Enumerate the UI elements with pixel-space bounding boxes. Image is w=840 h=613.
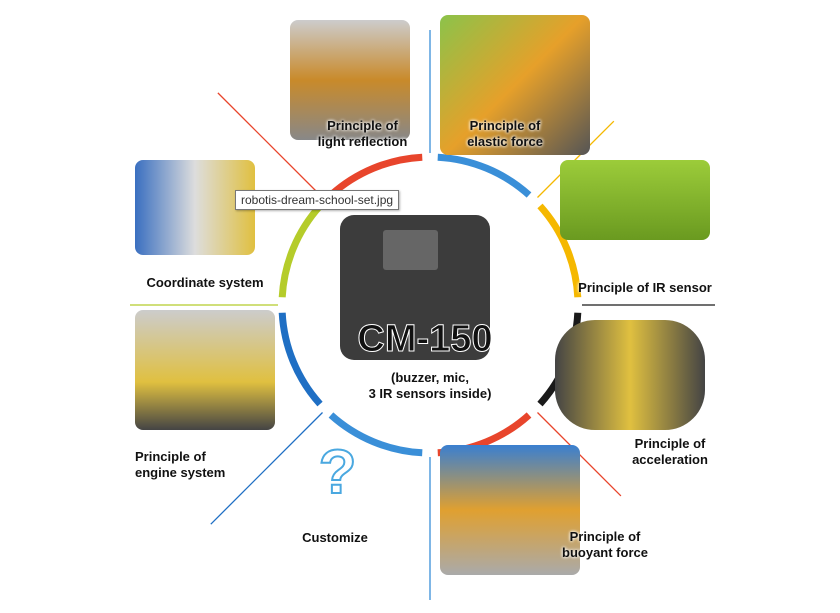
ring-segment	[328, 153, 423, 198]
cm150-title: CM-150	[357, 318, 493, 361]
topic-customize: Customize	[290, 530, 380, 546]
topic-line2: buoyant force	[562, 545, 648, 560]
ring-segment	[437, 153, 532, 198]
topic-line1: Coordinate system	[146, 275, 264, 290]
engine-robot-image	[135, 310, 275, 430]
divider-line	[210, 412, 323, 525]
topic-line1: Customize	[302, 530, 368, 545]
ring-segment	[278, 203, 323, 298]
filename-tooltip: robotis-dream-school-set.jpg	[235, 190, 400, 210]
topic-line1: Principle of	[469, 118, 541, 133]
topic-line1: Principle of IR sensor	[578, 280, 712, 295]
ring-segment	[278, 312, 323, 407]
acceleration-robot-image	[555, 320, 705, 430]
controller-screen	[383, 230, 438, 270]
buoyant-robot-image	[440, 445, 580, 575]
divider-line	[217, 92, 323, 198]
cm150-subtitle-line1: (buzzer, mic,	[390, 370, 470, 385]
topic-line1: Principle of	[135, 449, 206, 464]
ring-segment	[328, 412, 423, 457]
light-reflection-robot-image	[290, 20, 410, 140]
cm150-controller-image	[340, 215, 490, 360]
topic-line2: elastic force	[467, 134, 543, 149]
ring-segment	[537, 203, 582, 298]
ir-sensor-robot-image	[560, 160, 710, 240]
topic-ir-sensor: Principle of IR sensor	[570, 280, 720, 296]
topic-line2: light reflection	[317, 134, 408, 149]
cm150-subtitle-line2: 3 IR sensors inside)	[368, 386, 492, 401]
topic-line1: Principle of	[327, 118, 398, 133]
topic-line2: engine system	[135, 465, 226, 480]
topic-line1: Principle of	[634, 436, 706, 451]
elastic-force-robot-image	[440, 15, 590, 155]
topic-coordinate-system: Coordinate system	[135, 275, 275, 291]
topic-line2: acceleration	[632, 452, 708, 467]
question-mark-icon: ?	[318, 438, 358, 507]
divider-line	[537, 120, 615, 198]
topic-line1: Principle of	[569, 529, 641, 544]
